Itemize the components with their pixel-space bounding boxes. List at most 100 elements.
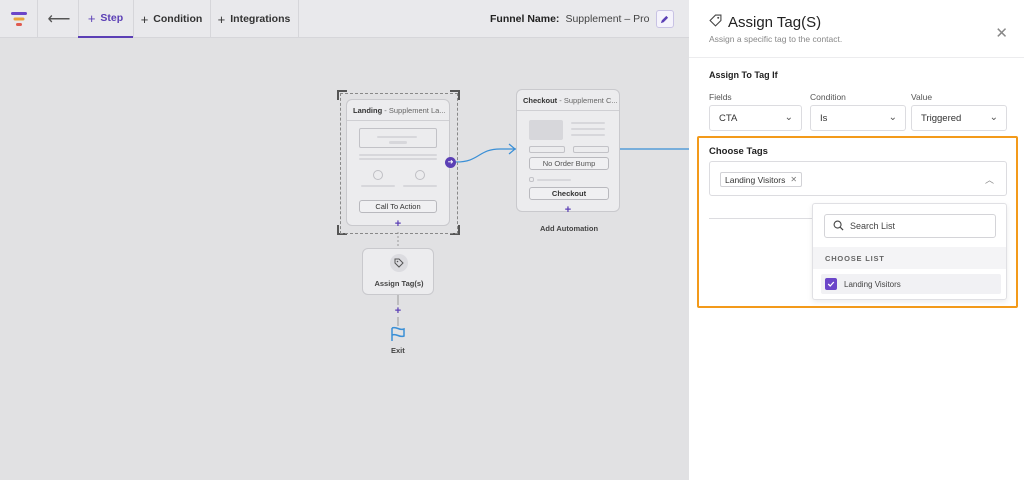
search-list-input[interactable]: Search List bbox=[824, 214, 996, 238]
edit-pencil-icon[interactable] bbox=[655, 10, 674, 28]
choose-list-header: CHOOSE LIST bbox=[813, 247, 1006, 269]
tab-integrations-label: Integrations bbox=[230, 13, 291, 25]
tag-list-dropdown: Search List CHOOSE LIST Landing Visitors bbox=[812, 203, 1007, 300]
divider bbox=[210, 0, 211, 38]
chevron-down-icon: ⌄ bbox=[989, 112, 998, 123]
landing-node[interactable]: Landing - Supplement La... Call To Actio… bbox=[346, 99, 450, 226]
exit-flag-icon bbox=[389, 326, 407, 345]
fields-select[interactable]: CTA ⌄ bbox=[709, 105, 802, 131]
tab-condition[interactable]: + Condition bbox=[133, 0, 210, 38]
exit-label: Exit bbox=[391, 346, 405, 355]
tag-chip-label: Landing Visitors bbox=[725, 174, 786, 185]
close-icon[interactable]: ✕ bbox=[995, 25, 1008, 42]
divider bbox=[133, 0, 134, 38]
selection-corner bbox=[337, 90, 347, 100]
assign-tag-node[interactable]: Assign Tag(s) bbox=[362, 248, 434, 295]
assign-to-tag-if-title: Assign To Tag If bbox=[709, 70, 778, 80]
tab-step-label: Step bbox=[100, 12, 124, 24]
funnel-name-label: Funnel Name: bbox=[490, 13, 560, 25]
divider bbox=[709, 218, 814, 219]
tab-step[interactable]: + Step bbox=[78, 0, 133, 38]
back-arrow-icon[interactable]: ⟵ bbox=[47, 11, 71, 28]
landing-node-name: Landing bbox=[353, 106, 383, 115]
fields-label: Fields bbox=[709, 92, 732, 102]
divider bbox=[517, 110, 619, 111]
skeleton-line bbox=[361, 185, 395, 187]
panel-header: Assign Tag(S) Assign a specific tag to t… bbox=[689, 0, 1024, 58]
panel-title: Assign Tag(S) bbox=[709, 14, 821, 31]
chevron-down-icon: ⌄ bbox=[888, 112, 897, 123]
tag-icon bbox=[709, 14, 722, 31]
tab-condition-label: Condition bbox=[153, 13, 203, 25]
placeholder-circle-icon bbox=[373, 170, 383, 180]
checkout-node-title: Checkout - Supplement C... bbox=[523, 96, 618, 105]
search-icon bbox=[833, 220, 844, 233]
choose-tags-title: Choose Tags bbox=[709, 146, 768, 157]
call-to-action-button[interactable]: Call To Action bbox=[359, 200, 437, 213]
selection-corner bbox=[337, 225, 347, 235]
skeleton-line bbox=[571, 134, 605, 136]
funnel-name: Funnel Name: Supplement – Pro bbox=[490, 0, 674, 38]
search-placeholder: Search List bbox=[850, 221, 896, 231]
value-select[interactable]: Triggered ⌄ bbox=[911, 105, 1007, 131]
tag-chip: Landing Visitors ✕ bbox=[720, 172, 803, 187]
condition-select-value: Is bbox=[820, 112, 828, 124]
connector-handle-icon[interactable]: ➜ bbox=[445, 157, 456, 168]
add-step-plus-icon[interactable]: + bbox=[394, 305, 402, 317]
divider bbox=[298, 0, 299, 38]
panel-subtitle: Assign a specific tag to the contact. bbox=[709, 34, 843, 44]
landing-node-subtitle: - Supplement La... bbox=[384, 106, 446, 115]
field-placeholder bbox=[573, 146, 609, 153]
skeleton-line bbox=[571, 128, 605, 130]
skeleton-line bbox=[359, 158, 437, 160]
tags-multiselect[interactable]: Landing Visitors ✕ ︿ bbox=[709, 161, 1007, 196]
checkbox-placeholder bbox=[529, 177, 534, 182]
panel-title-text: Assign Tag(S) bbox=[728, 14, 822, 31]
add-step-plus-icon[interactable]: + bbox=[564, 204, 572, 216]
top-toolbar: ⟵ + Step + Condition + Integrations Funn… bbox=[0, 0, 689, 38]
skeleton-line bbox=[377, 136, 417, 138]
add-automation-label[interactable]: Add Automation bbox=[540, 224, 599, 233]
funnel-name-value: Supplement – Pro bbox=[565, 13, 650, 25]
placeholder-circle-icon bbox=[415, 170, 425, 180]
remove-tag-icon[interactable]: ✕ bbox=[790, 175, 798, 184]
chevron-down-icon: ⌄ bbox=[784, 112, 793, 123]
field-placeholder bbox=[529, 146, 565, 153]
flow-connectors bbox=[397, 143, 689, 326]
checkout-node-name: Checkout bbox=[523, 96, 558, 105]
checkbox-checked-icon[interactable] bbox=[825, 278, 837, 290]
checkout-button[interactable]: Checkout bbox=[529, 187, 609, 200]
plus-icon: + bbox=[87, 10, 96, 26]
tab-integrations[interactable]: + Integrations bbox=[210, 0, 298, 38]
list-item-label: Landing Visitors bbox=[844, 279, 901, 289]
skeleton-line bbox=[359, 154, 437, 156]
selection-corner bbox=[450, 90, 460, 100]
landing-node-title: Landing - Supplement La... bbox=[353, 106, 446, 115]
divider bbox=[78, 0, 79, 38]
fields-select-value: CTA bbox=[719, 112, 738, 124]
selection-corner bbox=[450, 225, 460, 235]
skeleton-line bbox=[403, 185, 437, 187]
image-placeholder bbox=[529, 120, 563, 140]
add-step-plus-icon[interactable]: + bbox=[394, 218, 402, 230]
thumbnail-placeholder bbox=[359, 128, 437, 148]
plus-icon: + bbox=[140, 11, 149, 27]
assign-tag-label: Assign Tag(s) bbox=[374, 279, 424, 288]
skeleton-line bbox=[571, 122, 605, 124]
value-select-value: Triggered bbox=[921, 112, 962, 124]
value-label: Value bbox=[911, 92, 933, 102]
tag-icon bbox=[390, 254, 408, 272]
divider bbox=[347, 120, 449, 121]
order-bump-label: No Order Bump bbox=[529, 157, 609, 170]
condition-select[interactable]: Is ⌄ bbox=[810, 105, 906, 131]
app-logo-icon[interactable] bbox=[0, 0, 38, 38]
flow-canvas[interactable]: Landing - Supplement La... Call To Actio… bbox=[0, 39, 689, 480]
skeleton-line bbox=[537, 179, 571, 181]
list-item[interactable]: Landing Visitors bbox=[821, 274, 1001, 294]
checkout-node[interactable]: Checkout - Supplement C... No Order Bump… bbox=[516, 89, 620, 212]
highlight-frame bbox=[697, 136, 1018, 308]
plus-icon: + bbox=[217, 11, 226, 27]
checkout-node-subtitle: - Supplement C... bbox=[559, 96, 618, 105]
condition-label: Condition bbox=[810, 92, 846, 102]
chevron-up-icon[interactable]: ︿ bbox=[984, 175, 994, 185]
